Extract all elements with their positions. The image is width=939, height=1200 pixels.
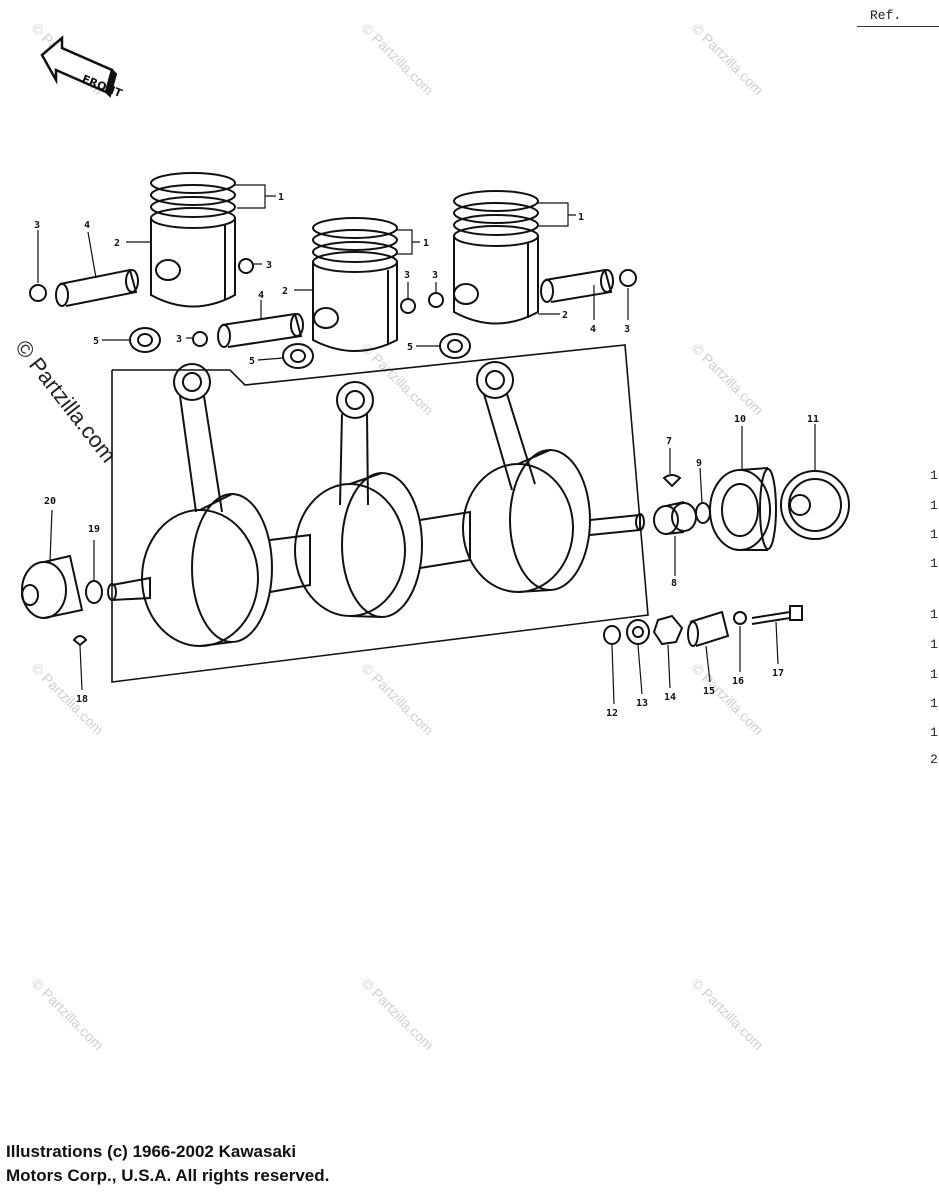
- piston-pin-left: [55, 268, 139, 307]
- callout-1: 1: [423, 238, 429, 249]
- piston-pin-right: [540, 268, 614, 303]
- callout-10: 10: [734, 414, 746, 425]
- callout-4: 4: [258, 290, 264, 301]
- front-arrow-icon: [40, 35, 118, 98]
- callout-17: 17: [772, 668, 784, 679]
- main-journal: [269, 533, 311, 593]
- needle-bearing: [282, 343, 314, 369]
- needle-bearing: [129, 327, 161, 353]
- crank-web-right: [462, 449, 591, 593]
- connecting-rod-right: [476, 361, 536, 491]
- ref-digit: 1: [930, 527, 938, 542]
- callout-9: 9: [696, 458, 702, 469]
- callout-19: 19: [88, 524, 100, 535]
- callout-4: 4: [590, 324, 596, 335]
- ref-digit: 2: [930, 752, 938, 767]
- ref-digit: 1: [930, 498, 938, 513]
- main-journal: [419, 510, 471, 569]
- sprocket-gear: [780, 470, 850, 540]
- connecting-rod-left: [173, 363, 223, 513]
- ref-underline: [857, 26, 939, 27]
- needle-bearing: [439, 333, 471, 359]
- circlip: [400, 298, 416, 314]
- ref-digit: 1: [930, 556, 938, 571]
- callout-5: 5: [93, 336, 99, 347]
- callout-3: 3: [34, 220, 40, 231]
- callout-5: 5: [249, 356, 255, 367]
- piston-right: [453, 190, 539, 325]
- callout-4: 4: [84, 220, 90, 231]
- connecting-rod-middle: [336, 381, 374, 506]
- copyright-line-2: Motors Corp., U.S.A. All rights reserved…: [6, 1166, 330, 1185]
- piston-middle: [312, 217, 398, 352]
- washer: [626, 619, 650, 645]
- callout-8: 8: [671, 578, 677, 589]
- lock-washer: [603, 625, 621, 645]
- hex-nut: [652, 614, 684, 646]
- cap-cover: [21, 554, 84, 619]
- key: [662, 474, 682, 488]
- ref-digit: 1: [930, 637, 938, 652]
- callout-2: 2: [562, 310, 568, 321]
- callout-3: 3: [404, 270, 410, 281]
- key: [72, 635, 88, 647]
- ref-digit: 1: [930, 725, 938, 740]
- circlip: [29, 284, 47, 302]
- crankshaft-left-stub: [107, 576, 151, 601]
- callout-2: 2: [114, 238, 120, 249]
- crank-web-middle: [294, 472, 423, 618]
- ref-digit: 1: [930, 468, 938, 483]
- ref-digit: 1: [930, 696, 938, 711]
- callout-1: 1: [578, 212, 584, 223]
- callout-1: 1: [278, 192, 284, 203]
- callout-5: 5: [407, 342, 413, 353]
- circlip: [619, 269, 637, 287]
- copyright-line-1: Illustrations (c) 1966-2002 Kawasaki: [6, 1142, 297, 1161]
- circlip: [695, 502, 711, 524]
- splined-coupling: [687, 610, 730, 647]
- bolt: [751, 605, 803, 625]
- spacer-collar: [653, 501, 697, 535]
- callout-3: 3: [266, 260, 272, 271]
- copyright-notice: Illustrations (c) 1966-2002 Kawasaki Mot…: [6, 1140, 329, 1188]
- callout-14: 14: [664, 692, 676, 703]
- callout-18: 18: [76, 694, 88, 705]
- ref-digit: 1: [930, 607, 938, 622]
- callout-20: 20: [44, 496, 56, 507]
- washer-small: [733, 611, 747, 625]
- callout-7: 7: [666, 436, 672, 447]
- callout-11: 11: [807, 414, 819, 425]
- callout-13: 13: [636, 698, 648, 709]
- callout-15: 15: [703, 686, 715, 697]
- crank-web-left: [141, 493, 273, 647]
- callout-3: 3: [432, 270, 438, 281]
- crankshaft-right-shaft: [589, 513, 645, 536]
- circlip: [85, 580, 103, 604]
- callout-12: 12: [606, 708, 618, 719]
- callout-3: 3: [176, 334, 182, 345]
- callout-labels: 1 1 1 2 2 2 3 3 3 3 3 3 4 4 4 5 5 5 7 8 …: [34, 72, 819, 719]
- piston-left: [150, 172, 236, 308]
- circlip: [192, 331, 208, 347]
- circlip: [428, 292, 444, 308]
- callout-16: 16: [732, 676, 744, 687]
- ref-digit: 1: [930, 667, 938, 682]
- callout-2: 2: [282, 286, 288, 297]
- circlip: [238, 258, 254, 274]
- callout-3: 3: [624, 324, 630, 335]
- crankshaft-frame: [111, 344, 649, 683]
- ref-label: Ref.: [870, 8, 902, 23]
- piston-pin-middle: [217, 312, 304, 348]
- ball-bearing: [709, 467, 777, 551]
